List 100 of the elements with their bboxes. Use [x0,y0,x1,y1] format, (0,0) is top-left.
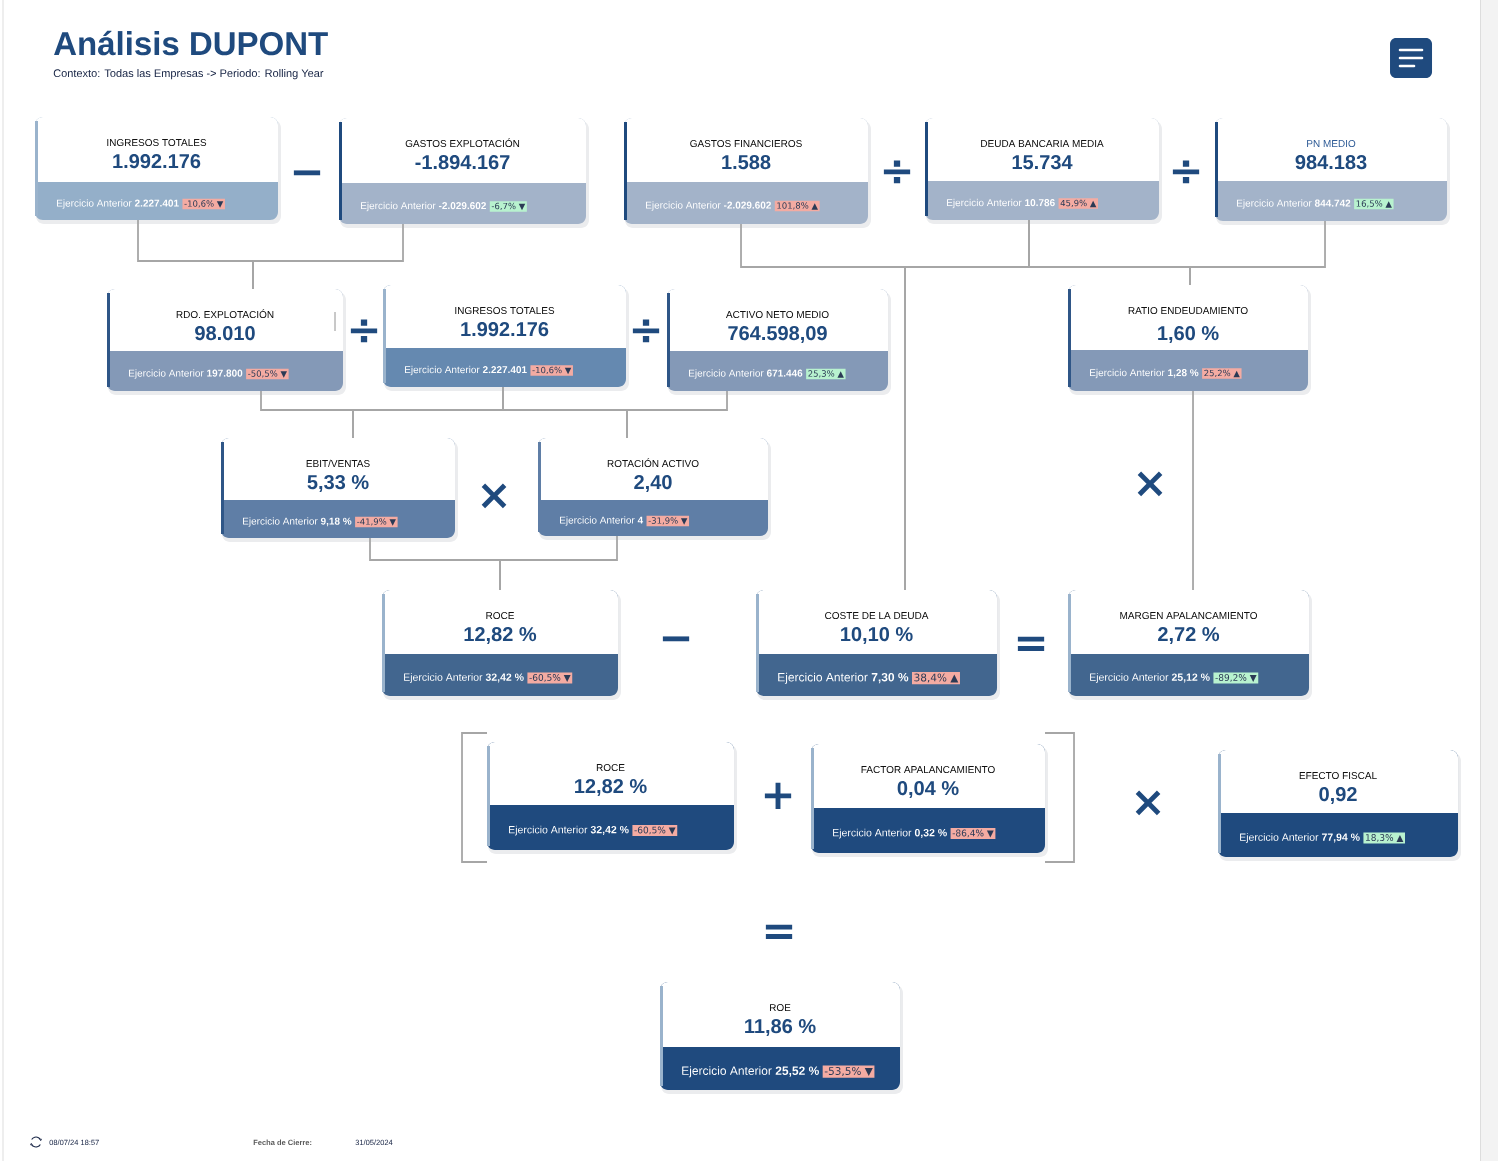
metric-card [1068,590,1312,700]
metric-value: 1.992.176 [461,322,549,337]
metric-value: 984.183 [1295,155,1367,170]
card-title: DEUDA BANCARIA MEDIA [981,140,1104,148]
card-title: FACTOR APALANCAMIENTO [861,766,995,774]
card-title: RDO. EXPLOTACIÓN [176,309,274,319]
previous-year-text: Ejercicio Anterior 4 [560,516,644,526]
subtitle: Contexto: Todas las Empresas -> Periodo: Rolling Year [53,69,324,80]
previous-year-text: Ejercicio Anterior 844.742 [1237,199,1351,209]
connector-line [499,535,618,591]
operator-sign: − [293,170,321,176]
metric-card [624,118,871,228]
card-title: ROTACIÓN ACTIVO [607,458,699,468]
previous-year-text: Ejercicio Anterior -2.029.602 [361,201,486,212]
operator-sign: ÷ [632,319,660,343]
previous-year-text: Ejercicio Anterior 25,12 % [1090,673,1210,683]
metric-card [1068,285,1311,395]
change-badge: 18,3% ▲ [1363,832,1405,844]
metric-card [1215,118,1450,225]
operator-sign: = [1017,636,1045,651]
metric-card [35,117,281,224]
metric-value: 2,72 % [1158,627,1220,645]
metric-card [667,289,891,395]
change-badge: -86,4% ▼ [950,828,996,839]
operator-sign: + [764,782,792,809]
card-title: RATIO ENDEUDAMIENTO [1128,307,1248,315]
change-badge: -89,2% ▼ [1213,672,1259,684]
previous-year-text: Ejercicio Anterior 197.800 [129,369,243,379]
previous-year-text: Ejercicio Anterior 10.786 [947,198,1055,209]
change-badge: -31,9% ▼ [646,515,690,527]
metric-card [925,118,1162,224]
metric-card [221,438,458,542]
previous-year-text: Ejercicio Anterior 32,42 % [404,673,524,683]
metric-value: 1.992.176 [113,154,201,169]
metric-value: 5,33 % [307,475,369,493]
previous-year-text: Ejercicio Anterior 671.446 [689,369,803,379]
card-title: ROE [770,1004,791,1012]
metric-value: 0,92 [1319,787,1357,805]
change-badge: 25,2% ▲ [1202,368,1242,379]
previous-year-text: Ejercicio Anterior 0,32 % [833,828,947,839]
metric-value: 10,10 % [841,627,913,645]
metric-value: 11,86 % [745,1019,816,1037]
metric-card [660,982,903,1094]
operator-sign: ÷ [350,319,378,343]
change-badge: -41,9% ▼ [355,516,398,528]
previous-year-text: Ejercicio Anterior 2.227.401 [57,199,179,209]
change-badge: -60,5% ▼ [527,672,573,684]
change-badge: 16,5% ▲ [1354,198,1394,210]
connector-line [1192,390,1194,591]
change-badge: 25,3% ▲ [806,368,846,380]
metric-card [382,590,621,700]
card-title: GASTOS EXPLOTACIÓN [405,138,520,148]
operator-sign: × [1135,790,1161,816]
metric-card [538,438,771,540]
previous-year-text: Ejercicio Anterior 7,30 % [778,672,909,684]
change-badge: -6,7% ▼ [489,201,527,212]
card-title: ROCE [596,764,625,772]
previous-year-text: Ejercicio Anterior 9,18 % [243,517,352,527]
metric-card [107,289,346,395]
previous-year-text: Ejercicio Anterior 2.227.401 [405,365,527,376]
metric-value: 764.598,09 [728,326,827,344]
metric-value: 12,82 % [464,627,537,645]
connector-line [626,390,728,439]
card-title: PN MEDIO [1307,140,1356,148]
title: Análisis DUPONT [54,30,328,56]
card-title: COSTE DE LA DEUDA [825,612,929,620]
metric-value: 2,40 [634,475,672,493]
metric-value: 0,04 % [897,781,959,799]
metric-card [811,744,1048,857]
operator-sign: − [662,636,690,642]
card-title: ACTIVO NETO MEDIO [725,311,829,319]
change-badge: 101,8% ▲ [774,200,820,212]
metric-card [1218,750,1461,861]
connector-line [252,223,404,290]
card-title: ROCE [486,612,514,620]
previous-year-text: Ejercicio Anterior 25,52 % [682,1066,819,1078]
metric-value: 12,82 % [575,779,647,797]
previous-year-text: Ejercicio Anterior 1,28 % [1090,368,1199,379]
operator-sign: ÷ [883,160,911,184]
previous-year-text: Ejercicio Anterior 77,94 % [1240,833,1360,843]
change-badge: -50,5% ▼ [246,368,289,380]
change-badge: -53,5% ▼ [822,1065,875,1078]
change-badge: 45,9% ▲ [1058,198,1098,209]
change-badge: -10,6% ▼ [182,198,225,210]
operator-sign: × [481,483,507,509]
card-title: MARGEN APALANCAMIENTO [1120,612,1258,620]
metric-card [756,590,1000,700]
metric-value: 1,60 % [1158,326,1219,344]
change-badge: -10,6% ▼ [530,365,573,376]
metric-card [339,118,589,228]
metric-card [487,742,737,854]
metric-card [383,285,629,391]
operator-sign: = [765,924,793,939]
change-badge: -60,5% ▼ [632,825,678,836]
card-title: GASTOS FINANCIEROS [690,140,802,148]
metric-value: 98.010 [195,326,255,341]
metric-value: 1.588 [722,155,771,170]
card-title: EBIT/VENTAS [306,459,370,468]
connector-line [1189,220,1326,286]
previous-year-text: Ejercicio Anterior 32,42 % [509,825,629,836]
